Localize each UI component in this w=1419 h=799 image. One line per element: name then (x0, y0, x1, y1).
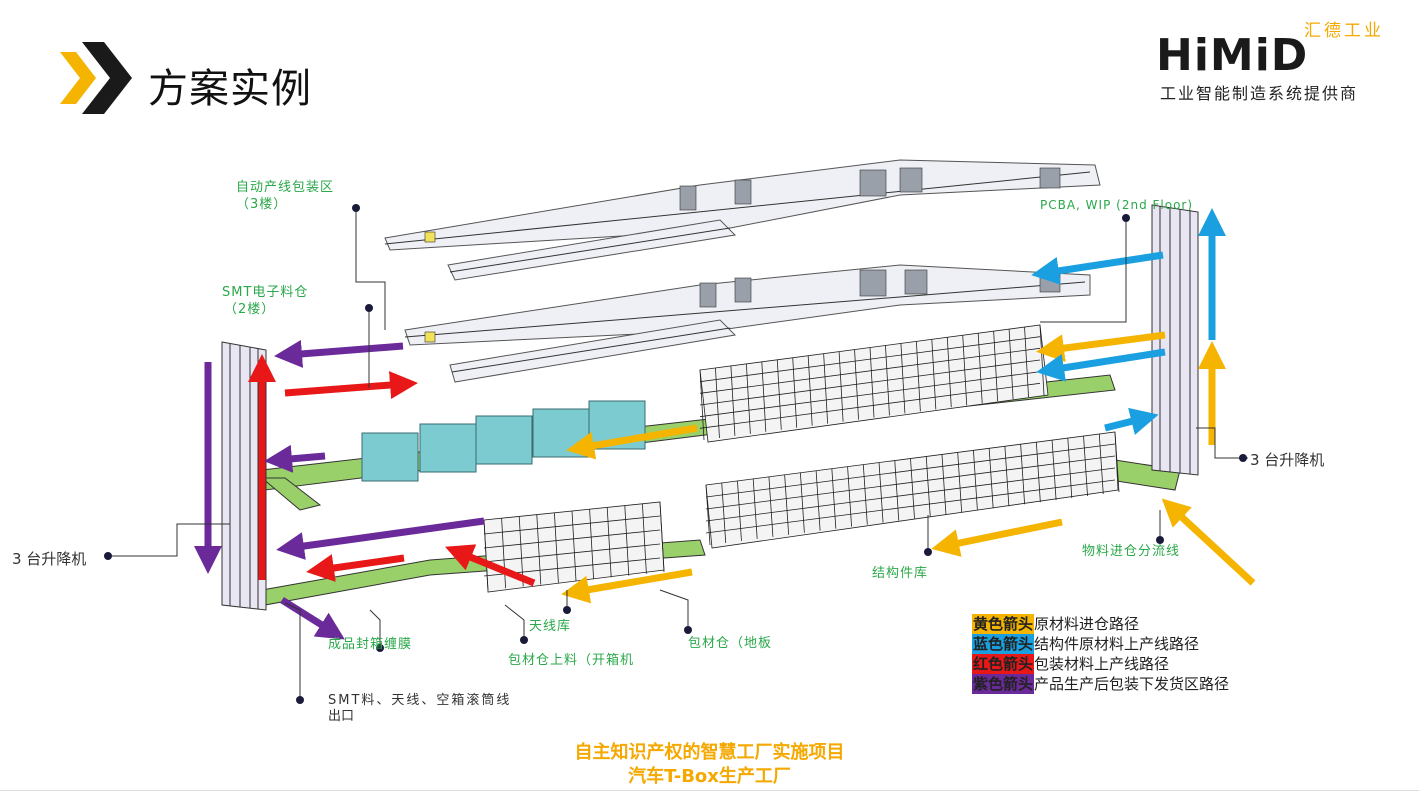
logo-subtitle: 工业智能制造系统提供商 (1160, 84, 1359, 103)
legend-row-yellow: 黄色箭头原材料进仓路径 (972, 614, 1140, 634)
arrow-yellow (566, 424, 698, 460)
label-structural-warehouse: 结构件库 (872, 566, 929, 581)
logo-chinese-name: 汇德工业 (1304, 21, 1384, 41)
structural-rack (705, 431, 1120, 549)
antenna-rack (483, 501, 665, 593)
raw-material-rack (699, 324, 1049, 443)
production-line-3f (384, 159, 1101, 281)
label-packaging-area: 自动产线包装区 (236, 180, 335, 195)
arrow-purple (274, 339, 404, 368)
label-finished-wrap: 成品封箱缠膜 (328, 637, 413, 652)
label-smt-warehouse: SMT电子料仓 (222, 285, 309, 300)
footer-project-title: 自主知识产权的智慧工厂实施项目 (574, 742, 845, 763)
logo-wordmark: HiMiD (1156, 30, 1309, 81)
label-packaging-feed: 包材仓上料（开箱机 (508, 653, 635, 668)
label-lift-left: 3 台升降机 (12, 550, 87, 568)
left-lift-tower (221, 341, 267, 611)
arrow-purple (276, 517, 485, 560)
arrow-red (284, 371, 418, 400)
bottom-divider (0, 790, 1419, 791)
page-title: 方案实例 (148, 66, 312, 112)
arrow-blue (1036, 348, 1166, 382)
legend-row-purple: 紫色箭头产品生产后包装下发货区路径 (972, 674, 1230, 694)
smt-storage-boxes (361, 400, 646, 482)
right-lift-tower (1151, 204, 1199, 476)
label-smt-floor: （2楼） (224, 302, 276, 317)
label-smt-exit-line1: SMT料、天线、空箱滚筒线 (328, 693, 512, 708)
legend-row-blue: 蓝色箭头结构件原材料上产线路径 (972, 634, 1200, 654)
label-antenna-warehouse: 天线库 (529, 619, 572, 634)
arrow-yellow (561, 568, 693, 604)
himid-logo: 汇德工业 HiMiD 工业智能制造系统提供商 (1150, 14, 1400, 104)
arrow-yellow (1036, 331, 1166, 363)
label-material-diverter: 物料进仓分流线 (1082, 544, 1181, 559)
label-pcba-wip: PCBA, WIP (2nd Floor) (1040, 198, 1194, 212)
arrow-blue (1031, 251, 1164, 285)
arrow-red (306, 554, 405, 582)
arrow-yellow (1161, 498, 1256, 586)
arrow-legend: 黄色箭头原材料进仓路径 蓝色箭头结构件原材料上产线路径 红色箭头包装材料上产线路… (972, 614, 1229, 694)
arrow-red (445, 544, 536, 587)
label-packaging-floor: （3楼） (236, 197, 288, 212)
label-packaging-store: 包材仓（地板 (688, 636, 773, 651)
label-smt-exit-line2: 出口 (328, 709, 355, 724)
legend-row-red: 红色箭头包装材料上产线路径 (972, 654, 1170, 674)
arrow-blue (1104, 407, 1159, 435)
arrow-purple (264, 444, 326, 473)
footer-factory-name: 汽车T-Box生产工厂 (628, 766, 791, 787)
chevron-logo-icon (60, 42, 132, 114)
label-lift-right: 3 台升降机 (1250, 451, 1325, 469)
arrow-yellow (931, 518, 1063, 557)
